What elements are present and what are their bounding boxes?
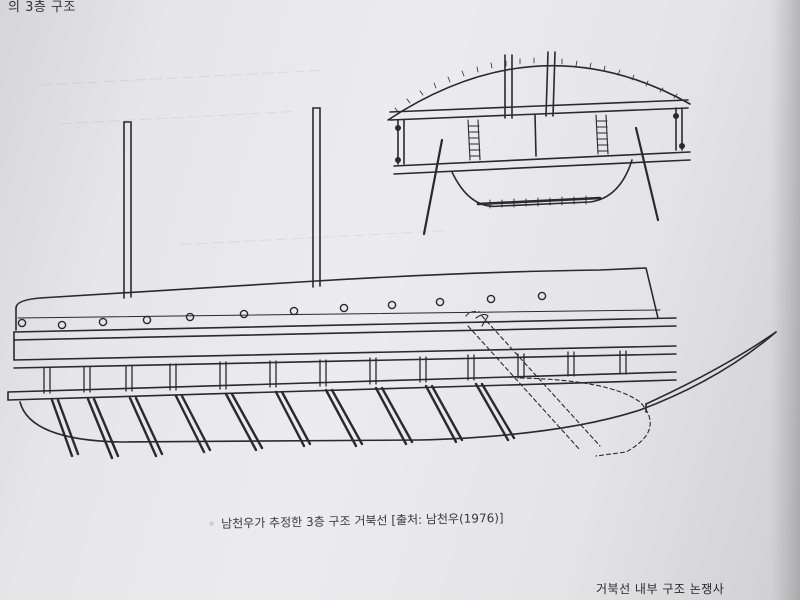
roof-line <box>15 267 659 319</box>
page-edge-shadow <box>770 0 800 600</box>
gallery-posts <box>43 350 627 394</box>
roof-spikes <box>394 57 678 113</box>
running-footer: 거북선 내부 구조 논쟁사 <box>596 582 725 596</box>
ship-side-elevation <box>7 107 777 460</box>
previous-text-fragment: 의 3층 구조 <box>8 0 76 15</box>
mast <box>123 121 132 299</box>
caption-bullet-icon: ◦ <box>207 516 216 532</box>
hull-keel <box>19 331 777 443</box>
roof-arc <box>387 64 691 121</box>
oars <box>50 382 516 460</box>
portholes <box>17 291 547 330</box>
cross-section-inset <box>387 51 691 236</box>
mast <box>312 107 321 288</box>
hidden-rudder-outline <box>465 310 651 457</box>
